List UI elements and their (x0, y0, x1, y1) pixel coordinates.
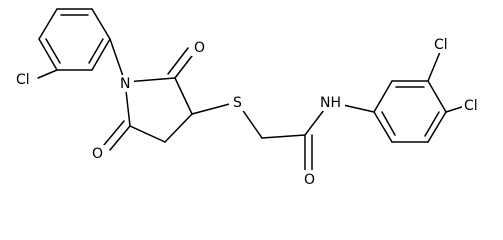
bond (88, 38, 104, 64)
bond (91, 38, 111, 71)
bond (381, 111, 396, 136)
bond (424, 111, 440, 137)
bond (164, 113, 193, 143)
atom-mask (116, 75, 134, 92)
bond (373, 80, 393, 113)
atom-mask (317, 94, 345, 111)
atom-label-sulfur: S (233, 95, 242, 111)
bond (427, 111, 447, 143)
bond (103, 120, 125, 146)
atom-label-chlorine: Cl (16, 72, 30, 88)
bond (373, 111, 393, 143)
bond (38, 8, 58, 40)
atom-label-chlorine: Cl (464, 98, 478, 114)
molecular-structure-diagram: Cl N O O S O NH Cl Cl (14, 8, 484, 188)
atom-label-nitrogen: N (120, 76, 130, 92)
bond (261, 134, 306, 139)
bond (167, 47, 189, 75)
atom-mask (14, 70, 36, 88)
atom-mask (432, 36, 454, 53)
atom-mask (89, 145, 105, 162)
bond (427, 80, 447, 113)
atom-mask (229, 94, 245, 111)
atom-mask (191, 39, 207, 56)
atom-label-oxygen: O (92, 146, 103, 162)
bond (129, 125, 166, 143)
bond (91, 8, 111, 40)
atom-labels: Cl N O O S O NH Cl Cl (16, 37, 478, 188)
bond (427, 51, 441, 82)
atom-label-oxygen: O (304, 172, 315, 188)
bond (174, 51, 196, 79)
bond (109, 125, 131, 151)
atom-label-chlorine: Cl (434, 37, 448, 53)
atom-mask (462, 97, 484, 114)
bond (109, 38, 126, 83)
bond (38, 38, 58, 71)
bond (45, 38, 61, 64)
atom-mask (301, 170, 317, 187)
bond (37, 69, 58, 79)
bond (174, 77, 193, 115)
atom-label-oxygen: O (194, 40, 205, 56)
atom-label-amide-nh: NH (320, 95, 341, 111)
atom-label-masks (14, 36, 484, 187)
